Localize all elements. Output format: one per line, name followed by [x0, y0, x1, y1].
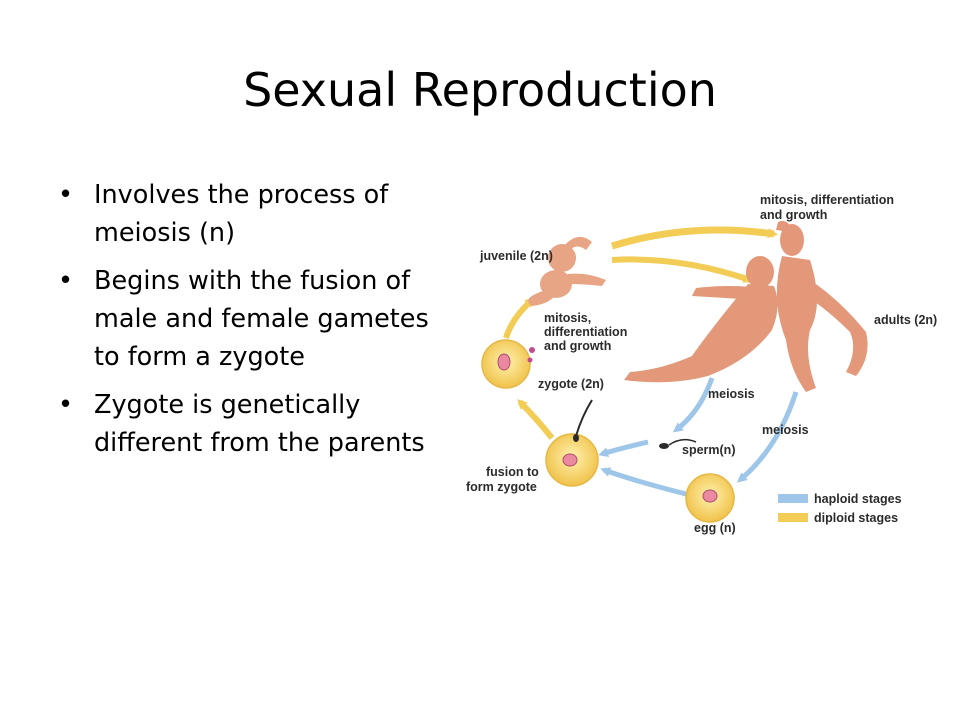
legend-swatch-diploid: [778, 513, 808, 522]
label-egg: egg (n): [694, 521, 736, 535]
label-mitosis-left: mitosis,: [544, 311, 591, 325]
arrow-adults-to-egg-icon: [736, 391, 799, 483]
arrow-juvenile-to-adults-icon: [611, 256, 754, 283]
label-mitosis-left: differentiation: [544, 325, 627, 339]
life-cycle-diagram: mitosis, differentiation and growth juve…: [466, 193, 937, 535]
slide-title: Sexual Reproduction: [243, 63, 717, 117]
legend: haploid stages diploid stages: [778, 492, 902, 525]
zygote-cell-icon: [481, 339, 535, 389]
arrow-zygote-to-juvenile-icon: [503, 297, 535, 339]
label-sperm: sperm(n): [682, 443, 735, 457]
bullet-dot-icon: •: [58, 266, 74, 296]
label-juvenile: juvenile (2n): [479, 249, 553, 263]
egg-cell-icon: [685, 473, 735, 523]
label-fusion: form zygote: [466, 480, 537, 494]
label-adults: adults (2n): [874, 313, 937, 327]
arrow-juvenile-to-adults-icon: [610, 226, 778, 250]
bullet-item: • Zygote is genetically different from th…: [58, 386, 448, 462]
bullet-text: Zygote is genetically different from the…: [94, 390, 425, 458]
label-fusion: fusion to: [486, 465, 539, 479]
bullet-dot-icon: •: [58, 390, 74, 420]
fusion-cell-icon: [545, 399, 599, 487]
label-mitosis-top: and growth: [760, 208, 827, 222]
bullet-text: Begins with the fusion of male and femal…: [94, 266, 429, 372]
arrow-adults-to-sperm-icon: [672, 377, 715, 433]
arrow-fusion-to-zygote-icon: [517, 399, 555, 440]
adults-couple-icon: [624, 220, 868, 392]
legend-label-diploid: diploid stages: [814, 511, 898, 525]
juvenile-baby-icon: [528, 236, 606, 306]
bullet-item: • Begins with the fusion of male and fema…: [58, 262, 448, 376]
bullet-dot-icon: •: [58, 180, 74, 210]
sperm-icon: [659, 438, 697, 449]
arrow-sperm-to-fusion-icon: [598, 439, 649, 458]
label-meiosis-center: meiosis: [708, 387, 755, 401]
label-mitosis-left: and growth: [544, 339, 611, 353]
legend-swatch-haploid: [778, 494, 808, 503]
bullet-item: • Involves the process of meiosis (n): [58, 176, 448, 252]
label-mitosis-top: mitosis, differentiation: [760, 193, 894, 207]
label-zygote: zygote (2n): [538, 377, 604, 391]
arrow-egg-to-fusion-icon: [600, 467, 687, 497]
bullet-text: Involves the process of meiosis (n): [94, 180, 389, 248]
bullet-list: • Involves the process of meiosis (n) • Be…: [58, 176, 448, 472]
label-meiosis-right: meiosis: [762, 423, 809, 437]
legend-label-haploid: haploid stages: [814, 492, 902, 506]
